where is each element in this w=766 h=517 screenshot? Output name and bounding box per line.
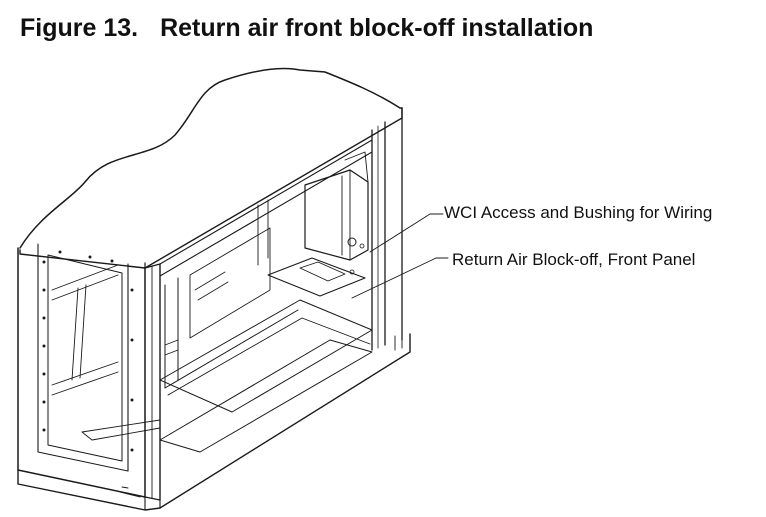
front-corner-post: [144, 263, 161, 501]
wci-control-box: [304, 151, 369, 261]
base-rail: [17, 333, 411, 511]
figure-caption: Return air front block-off installation: [160, 14, 594, 42]
block-off-panel: [267, 257, 366, 297]
roof-panel: [19, 107, 403, 269]
figure-number: Figure 13.: [20, 14, 139, 42]
left-end-frame: [17, 247, 146, 498]
callout-wci-access: WCI Access and Bushing for Wiring: [444, 203, 713, 222]
interior-floor: [159, 299, 373, 413]
front-opening-top: [159, 139, 373, 277]
left-frame-rivets: [42, 250, 134, 452]
cutaway-break-outline: [19, 67, 403, 249]
callout-return-air-block-off: Return Air Block-off, Front Panel: [452, 250, 696, 269]
figure-title: Figure 13. Return air front block-off ins…: [20, 14, 593, 43]
leader-block-off: [351, 257, 449, 299]
right-end-post: [371, 107, 403, 351]
rear-inner-frame: [164, 277, 299, 389]
leader-wci: [369, 213, 444, 253]
